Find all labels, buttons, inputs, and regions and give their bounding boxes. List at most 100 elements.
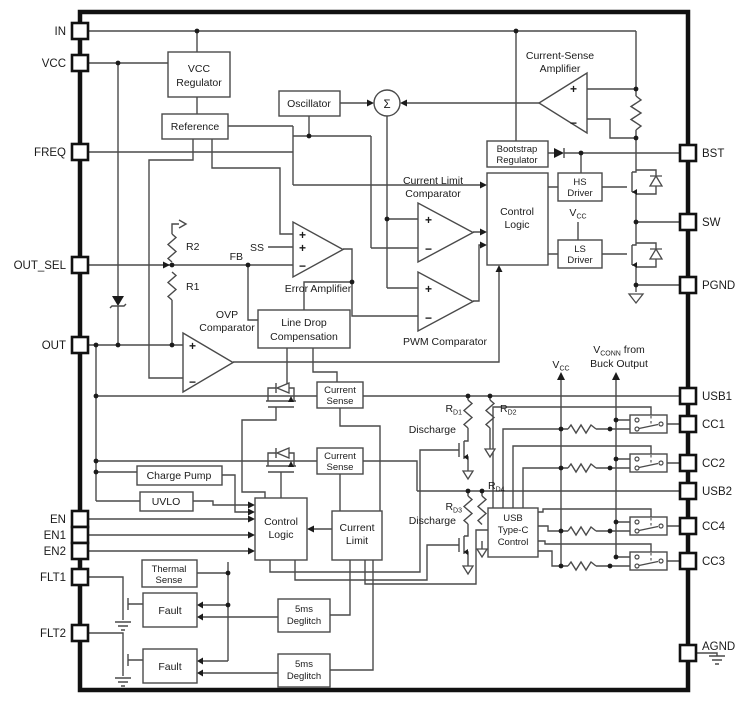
vcc-mid-sub: CC [576, 214, 586, 221]
vcc-mid-base: V [569, 207, 576, 219]
pin-label-usb1: USB1 [702, 391, 732, 403]
pin-agnd: AGND [678, 641, 735, 663]
pin-square-out-sel [70, 255, 90, 275]
r2-arrow-hook [178, 219, 188, 229]
error-amplifier [292, 220, 345, 279]
rd1-sub: D1 [453, 410, 462, 417]
pin-square-cc3 [678, 551, 698, 571]
pin-vcc: VCC [42, 53, 90, 73]
pin-square-flt2 [70, 623, 90, 643]
pin-square-out [70, 335, 90, 355]
vconn-label-line1: VCONN from [593, 344, 645, 358]
rd4-sub: D4 [496, 487, 505, 494]
sigma-symbol: Σ [383, 99, 390, 111]
cc4-port-a [634, 519, 640, 525]
fault-block-1 [142, 592, 198, 628]
uvlo-label: UVLO [152, 496, 181, 508]
control-logic-bottom-label1: Control [264, 516, 298, 528]
usbc-label3: Control [498, 537, 529, 548]
pwm-plus: + [425, 282, 432, 296]
cc2-port-a [634, 456, 640, 462]
pin-label-sw: SW [702, 217, 721, 229]
switch-contacts [638, 423, 659, 567]
vconn-sub: CONN [600, 351, 621, 358]
ovp-plus: + [189, 339, 196, 353]
r1-label: R1 [186, 281, 200, 293]
pin-label-usb2: USB2 [702, 486, 732, 498]
pin-flt1: FLT1 [40, 567, 90, 587]
rd1-label: RD1 [445, 403, 462, 417]
pwm-label: PWM Comparator [403, 336, 488, 348]
pin-label-bst: BST [702, 148, 724, 160]
ea-minus: − [299, 259, 306, 273]
pin-out-sel: OUT_SEL [14, 255, 90, 275]
discharge2-label: Discharge [409, 515, 456, 527]
uvlo-block [139, 491, 194, 512]
bootstrap-label1: Bootstrap [497, 144, 538, 155]
pin-square-vcc [70, 53, 90, 73]
pin-en1: EN1 [44, 525, 90, 545]
vcc-rail-sub: CC [559, 366, 569, 373]
cc1-port-b [634, 426, 640, 432]
clc-label1: Current Limit [403, 175, 463, 187]
ldc-label1: Line Drop [281, 317, 327, 329]
pin-cc2: CC2 [678, 453, 725, 473]
pin-label-flt1: FLT1 [40, 572, 66, 584]
deglitch1-label1: 5ms [295, 604, 313, 615]
clc-minus: − [425, 242, 432, 256]
pin-label-cc3: CC3 [702, 556, 725, 568]
hs-driver-label1: HS [573, 177, 586, 188]
pin-square-bst [678, 143, 698, 163]
ovp-label2: Comparator [199, 322, 255, 334]
rd4-base: R [488, 480, 496, 492]
pins-left: IN VCC FREQ OUT_SEL OUT EN EN1 EN2 FLT1 … [14, 21, 90, 643]
control-logic-top-block [486, 172, 549, 266]
charge-pump-block [136, 465, 223, 486]
vcc-rail-base: V [552, 359, 559, 371]
current-limit-comparator [417, 201, 475, 264]
pin-label-cc4: CC4 [702, 521, 726, 533]
current-sense-block-1 [316, 381, 364, 409]
cc3-port-b [634, 563, 640, 569]
current-sense1-label1: Current [324, 385, 356, 396]
pin-square-en2 [70, 541, 90, 561]
pin-en: EN [50, 509, 90, 529]
ovp-comparator [182, 331, 235, 394]
fault-block-2 [142, 648, 198, 684]
charge-pump-label: Charge Pump [147, 470, 212, 482]
usbc-label1: USB [503, 513, 523, 524]
usbc-label2: Type-C [498, 525, 529, 536]
wires-usb [458, 380, 725, 665]
pin-label-out: OUT [42, 340, 66, 352]
ls-driver-label1: LS [574, 244, 586, 255]
csa-minus: − [570, 116, 577, 130]
pin-cc3: CC3 [678, 551, 725, 571]
cc3-switch [629, 551, 668, 571]
deglitch2-label1: 5ms [295, 659, 313, 670]
pin-en2: EN2 [44, 541, 90, 561]
cc1-switch [629, 414, 668, 434]
clc-plus: + [425, 213, 432, 227]
current-limit-label2: Limit [346, 535, 368, 547]
pin-label-vcc: VCC [42, 58, 66, 70]
pin-label-en2: EN2 [44, 546, 66, 558]
cc3-port-a [634, 554, 640, 560]
pin-label-cc2: CC2 [702, 458, 725, 470]
pin-flt2: FLT2 [40, 623, 90, 643]
cc1-port-out [658, 421, 664, 427]
pin-pgnd: PGND [678, 275, 735, 295]
cc2-port-b [634, 465, 640, 471]
usb-typec-control-block [487, 507, 539, 558]
cc3-port-out [658, 558, 664, 564]
rd4-label: RD4 [488, 480, 505, 494]
vconn-base: V [593, 344, 600, 356]
deglitch-block-2 [277, 653, 331, 688]
pin-cc1: CC1 [678, 414, 725, 434]
rd2-base: R [500, 403, 508, 415]
wires-left [88, 345, 374, 687]
annotations: VCC VCONN from Buck Output RD1 RD2 Disch… [409, 344, 648, 527]
pin-cc4: CC4 [678, 516, 726, 536]
ovp-label1: OVP [216, 309, 238, 321]
pins-right: BST SW PGND USB1 CC1 CC2 USB2 CC4 CC3 AG… [678, 143, 735, 663]
